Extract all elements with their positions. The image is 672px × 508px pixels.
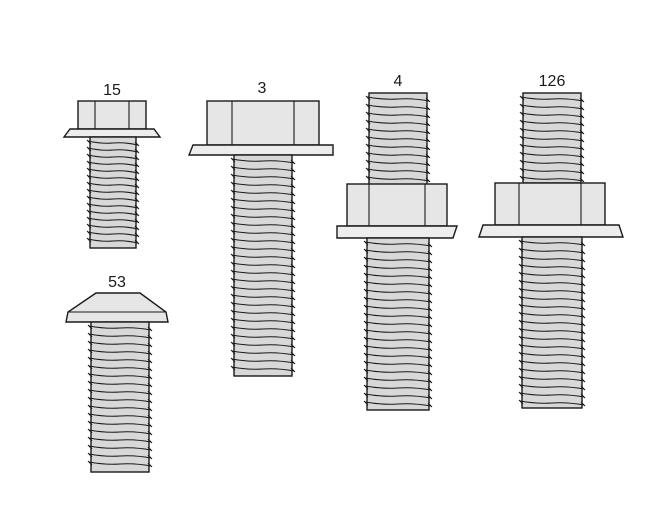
fastener-3-shank	[230, 154, 296, 377]
fastener-4-upper-thread	[365, 92, 431, 186]
label-fastener-126: 126	[539, 73, 566, 90]
fastener-3: 3	[187, 80, 334, 377]
fastener-53: 53	[65, 274, 169, 473]
fastener-4-lower-thread	[363, 237, 433, 411]
fastener-126: 126	[478, 73, 624, 409]
fastener-15-shank	[86, 136, 140, 249]
fastener-126-lower-thread	[518, 236, 586, 409]
fastener-3-head	[187, 100, 334, 156]
fastener-4-nut	[336, 183, 458, 239]
fastener-53-shank	[87, 321, 153, 473]
label-fastener-53: 53	[108, 274, 126, 291]
label-fastener-3: 3	[258, 80, 267, 97]
fastener-15: 15	[62, 82, 162, 249]
fastener-53-head	[65, 292, 169, 323]
label-fastener-4: 4	[394, 73, 403, 90]
fastener-15-head	[62, 100, 162, 138]
fastener-4: 4	[336, 73, 458, 411]
fastener-126-upper-thread	[519, 92, 585, 184]
fastener-126-nut	[478, 182, 624, 238]
label-fastener-15: 15	[103, 82, 121, 99]
